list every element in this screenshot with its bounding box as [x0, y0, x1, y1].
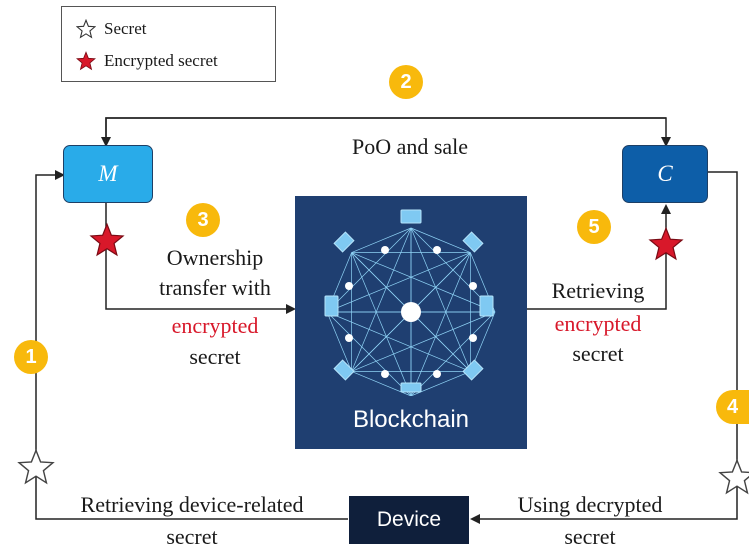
legend: Secret Encrypted secret [61, 6, 276, 82]
step-badge-3: 3 [186, 203, 220, 237]
retrieving-label-line2: encrypted [554, 311, 642, 336]
legend-item-encrypted-secret: Encrypted secret [76, 51, 218, 71]
legend-label-encrypted-secret: Encrypted secret [104, 51, 218, 70]
red-star-icon [648, 226, 684, 261]
retrieving-label-line3: secret [572, 341, 624, 366]
node-m: M [63, 145, 153, 203]
red-star-icon [89, 222, 125, 257]
blockchain-label: Blockchain [352, 406, 470, 433]
device-node: Device [349, 496, 469, 544]
hollow-star-icon [76, 19, 96, 39]
step-badge-4: 4 [716, 390, 749, 424]
retrieving-device-label-line2: secret [166, 524, 218, 549]
hollow-star-icon [718, 458, 749, 495]
red-star-icon [76, 51, 96, 71]
ownership-label-line2: transfer with [159, 275, 271, 300]
network-graph-icon [324, 209, 496, 397]
step-badge-1: 1 [14, 340, 48, 374]
blockchain-panel: Blockchain [295, 196, 527, 449]
legend-item-secret: Secret [76, 19, 146, 39]
legend-label-secret: Secret [104, 19, 147, 38]
using-label-line1: Using decrypted [517, 492, 663, 517]
node-c: C [622, 145, 708, 203]
using-label-line2: secret [564, 524, 616, 549]
hollow-star-icon [17, 448, 55, 485]
step-badge-2: 2 [389, 65, 423, 99]
ownership-label-line1: Ownership [166, 245, 264, 270]
retrieving-device-label-line1: Retrieving device-related [80, 492, 304, 517]
step-badge-5: 5 [577, 210, 611, 244]
ownership-label-line4: secret [189, 344, 241, 369]
poo-sale-label: PoO and sale [351, 134, 469, 159]
ownership-label-line3: encrypted [171, 313, 259, 338]
retrieving-label-line1: Retrieving [551, 278, 645, 303]
